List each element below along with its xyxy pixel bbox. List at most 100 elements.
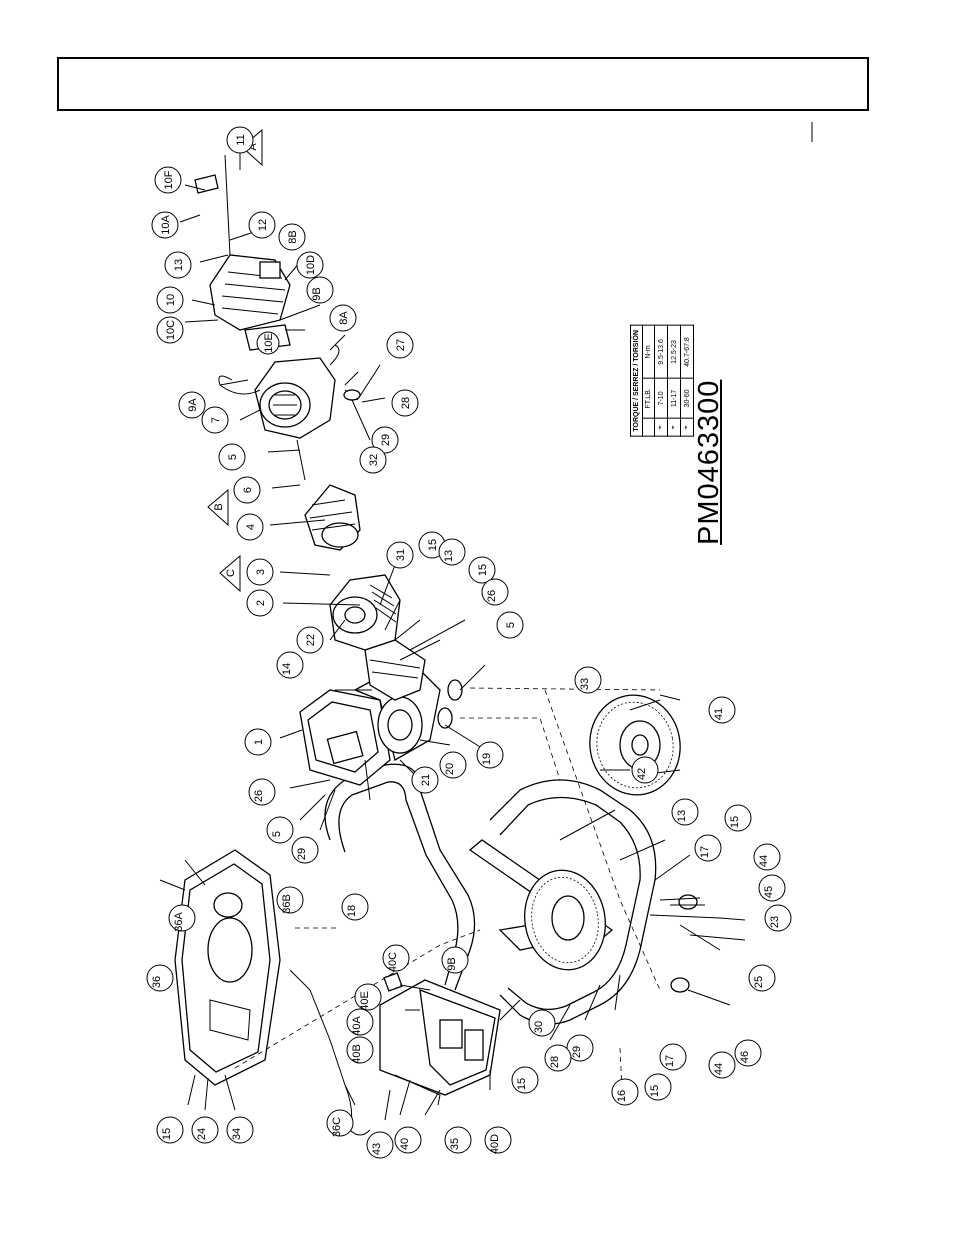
callout-36a: 36A xyxy=(168,904,196,932)
mount-19a xyxy=(447,679,463,701)
callout-33: 33 xyxy=(574,666,602,694)
callout-9a: 9A xyxy=(178,391,206,419)
through-bolt-11 xyxy=(224,154,231,256)
torque-ftlb: 11-17 xyxy=(667,378,681,419)
callout-20: 20 xyxy=(439,751,467,779)
mount-19b xyxy=(437,707,453,729)
torque-icon-1: ⌖ xyxy=(654,418,668,437)
callout-26a: 26 xyxy=(248,778,276,806)
callout-35: 35 xyxy=(444,1126,472,1154)
svg-text:45: 45 xyxy=(763,886,775,898)
callout-10f: 10F xyxy=(154,166,182,194)
svg-text:30: 30 xyxy=(533,1021,545,1033)
svg-text:15: 15 xyxy=(649,1085,661,1097)
svg-text:9B: 9B xyxy=(311,287,323,300)
callout-36c: 36C xyxy=(326,1109,354,1137)
guide-line xyxy=(619,1047,623,1091)
callout-9b2: 9B xyxy=(441,946,469,974)
foot-44a xyxy=(678,894,698,910)
torque-ftlb: 7-10 xyxy=(654,378,668,419)
svg-text:10F: 10F xyxy=(163,170,175,189)
callout-6: 6 xyxy=(233,476,261,504)
svg-text:43: 43 xyxy=(371,1143,383,1155)
svg-text:33: 33 xyxy=(579,678,591,690)
callout-27: 27 xyxy=(386,331,414,359)
svg-text:40D: 40D xyxy=(489,1134,501,1154)
svg-text:14: 14 xyxy=(281,663,293,675)
callout-17b: 17 xyxy=(659,1043,687,1071)
callout-16: 16 xyxy=(611,1078,639,1106)
svg-text:B: B xyxy=(213,503,225,510)
svg-text:18: 18 xyxy=(346,905,358,917)
svg-text:8B: 8B xyxy=(287,230,299,243)
guide-line xyxy=(460,717,561,781)
svg-text:10A: 10A xyxy=(160,215,172,235)
callout-circles: 1 2 3 4 5 6 7 9A 8A 8B 9B 10D 10 10C 13 … xyxy=(146,126,792,1159)
svg-text:20: 20 xyxy=(444,763,456,775)
callout-40a: 40A xyxy=(346,1008,374,1036)
callout-1: 1 xyxy=(244,728,272,756)
rotor xyxy=(304,484,361,551)
callout-44b: 44 xyxy=(708,1051,736,1079)
svg-text:15: 15 xyxy=(516,1078,528,1090)
svg-text:10E: 10E xyxy=(263,333,275,353)
svg-text:9A: 9A xyxy=(187,398,199,412)
callout-29b: 29 xyxy=(291,836,319,864)
triangle-marker-b: B xyxy=(207,488,229,527)
callout-23: 23 xyxy=(764,904,792,932)
svg-text:15: 15 xyxy=(427,539,439,551)
callout-40d: 40D xyxy=(484,1126,512,1154)
torque-table-title: TORQUE / SERREZ / TORSIÓN xyxy=(630,325,643,437)
svg-text:C: C xyxy=(225,569,237,577)
wheel-front xyxy=(589,694,681,796)
callout-13c: 13 xyxy=(671,798,699,826)
svg-text:32: 32 xyxy=(368,454,380,466)
svg-text:19: 19 xyxy=(481,753,493,765)
stator xyxy=(218,344,340,439)
svg-text:40B: 40B xyxy=(351,1044,363,1064)
svg-text:36B: 36B xyxy=(281,894,293,914)
callout-9b: 9B xyxy=(306,276,334,304)
callout-31: 31 xyxy=(386,541,414,569)
callout-4: 4 xyxy=(236,513,264,541)
svg-text:44: 44 xyxy=(758,855,770,867)
svg-text:10: 10 xyxy=(165,294,177,306)
callout-13: 13 xyxy=(164,251,192,279)
callout-10c: 10C xyxy=(156,316,184,344)
axle-bolt-41 xyxy=(659,694,681,701)
callout-5: 5 xyxy=(218,443,246,471)
callout-36: 36 xyxy=(146,964,174,992)
callout-2: 2 xyxy=(246,589,274,617)
torque-ftlb: 30-60 xyxy=(680,378,694,419)
svg-text:29: 29 xyxy=(296,848,308,860)
svg-text:15: 15 xyxy=(477,564,489,576)
svg-text:16: 16 xyxy=(616,1090,628,1102)
svg-text:40E: 40E xyxy=(359,991,371,1011)
callout-40c: 40C xyxy=(382,944,410,972)
control-panel xyxy=(379,972,501,1106)
col-ftlb: FT.LB. xyxy=(642,378,655,419)
svg-text:17: 17 xyxy=(664,1055,676,1067)
svg-text:27: 27 xyxy=(395,339,407,351)
callout-11: 11 xyxy=(226,126,254,154)
foot-44b xyxy=(670,977,690,993)
callout-15f: 15 xyxy=(156,1116,184,1144)
svg-text:25: 25 xyxy=(753,976,765,988)
stud-6 xyxy=(296,439,306,481)
callout-15c: 15 xyxy=(724,804,752,832)
callout-5b: 5 xyxy=(266,816,294,844)
svg-text:15: 15 xyxy=(729,816,741,828)
callout-29: 29 xyxy=(371,426,399,454)
leader-lines xyxy=(159,150,746,1121)
callout-10e: 10E xyxy=(256,331,280,355)
svg-text:4: 4 xyxy=(245,524,257,530)
svg-text:34: 34 xyxy=(231,1128,243,1140)
svg-text:24: 24 xyxy=(196,1128,208,1140)
svg-text:42: 42 xyxy=(636,768,648,780)
svg-text:9B: 9B xyxy=(446,957,458,970)
torque-table: TORQUE / SERREZ / TORSIÓN FT.LB. N-m ⌖ 7… xyxy=(630,325,694,437)
callout-43: 43 xyxy=(366,1131,394,1159)
fuel-line xyxy=(289,969,371,1136)
svg-text:13: 13 xyxy=(676,810,688,822)
svg-text:15: 15 xyxy=(161,1128,173,1140)
